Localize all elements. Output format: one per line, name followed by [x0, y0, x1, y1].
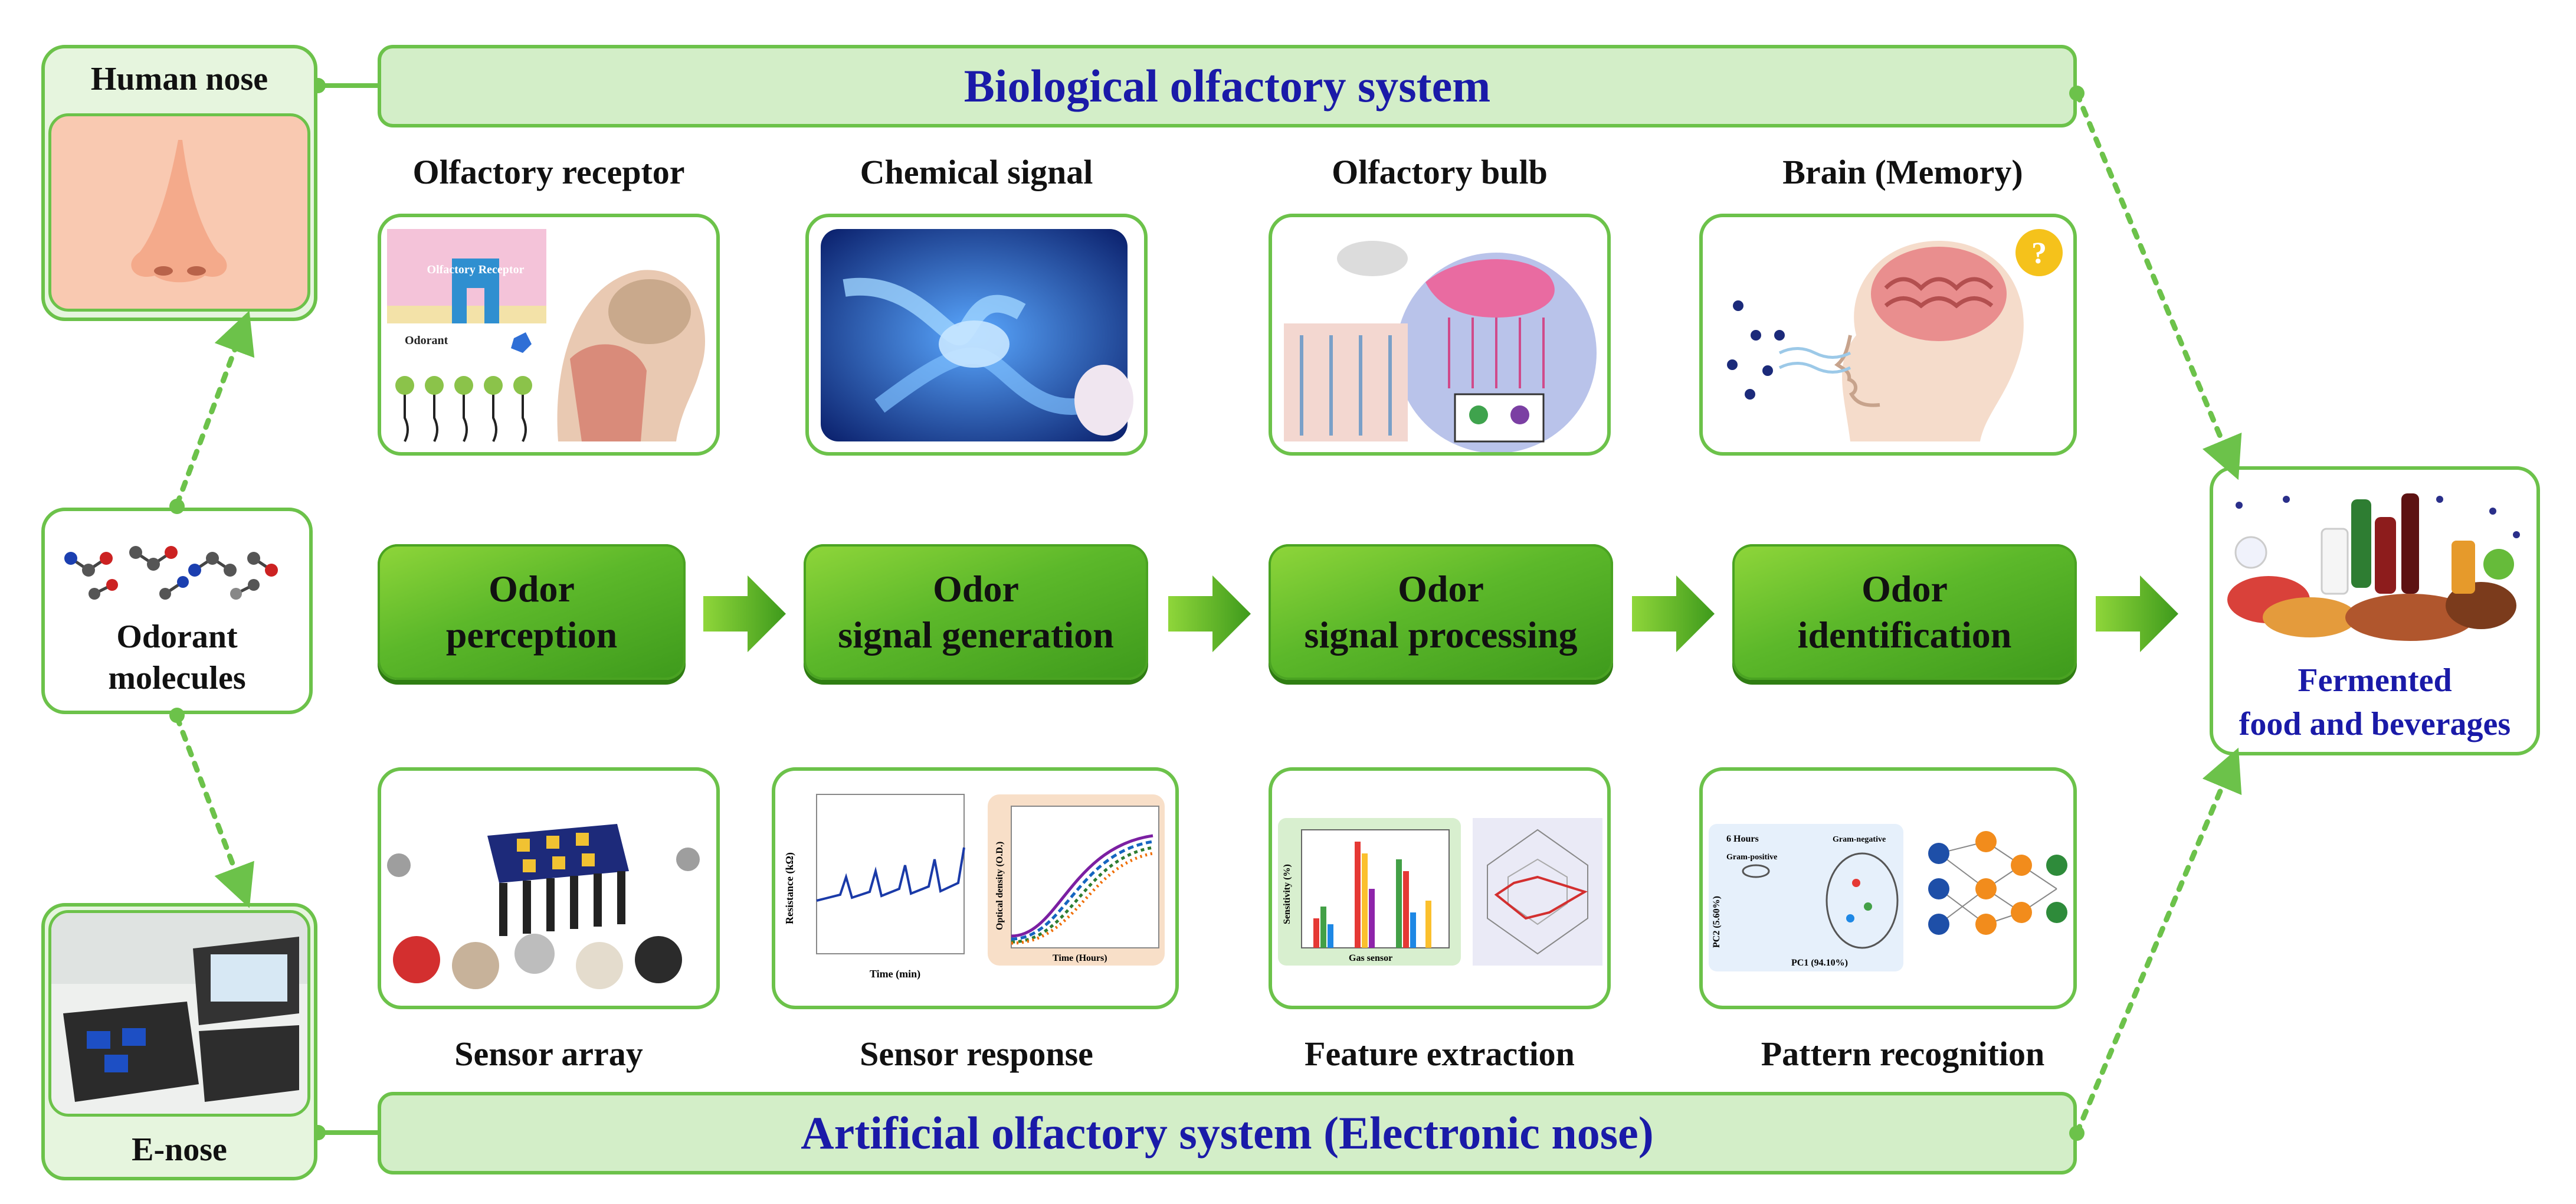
label-olfactory-bulb: Olfactory bulb [1332, 153, 1548, 191]
sensitivity-axis-label: Sensitivity (%) [1282, 864, 1292, 924]
stage-line1: Odor [1861, 568, 1948, 610]
gram-positive-label: Gram-positive [1726, 853, 1777, 862]
odorant-molecules-box: Odorant molecules [41, 508, 313, 714]
fermented-food-image [2227, 493, 2520, 641]
arrow-right-icon [2096, 575, 2178, 652]
biological-olfactory-banner: Biological olfactory system [378, 45, 2077, 127]
time-hours-label: Time (Hours) [1053, 953, 1107, 963]
gram-negative-label: Gram-negative [1833, 835, 1886, 844]
label-feature-extraction: Feature extraction [1305, 1035, 1575, 1073]
arrow-right-icon [1632, 575, 1715, 652]
chemical-signal-image [805, 214, 1148, 456]
resistance-axis-label: Resistance (kΩ) [784, 852, 796, 924]
stage-line1: Odor [933, 568, 1019, 610]
fermented-food-box: Fermented food and beverages [2210, 466, 2540, 755]
arrow-right-icon [1168, 575, 1251, 652]
odorant-tag: Odorant [405, 334, 448, 347]
stage-line1: Odor [489, 568, 575, 610]
arrow-odorant-to-nose [174, 310, 255, 508]
label-brain-memory: Brain (Memory) [1782, 153, 2023, 191]
fermented-food-label: Fermented food and beverages [2213, 659, 2536, 746]
hours6-label: 6 Hours [1726, 834, 1759, 844]
connector-line-bottom [316, 1130, 379, 1135]
odorant-label-line1: Odorant [116, 619, 238, 655]
stage-odor-signal-processing: Odor signal processing [1269, 544, 1613, 680]
pc1-label: PC1 (94.10%) [1791, 958, 1848, 968]
pc2-label: PC2 (5.60%) [1712, 896, 1722, 948]
artificial-olfactory-banner: Artificial olfactory system (Electronic … [378, 1092, 2077, 1174]
arrow-odorant-to-enose [174, 714, 254, 908]
arrow-enose-to-food [2074, 747, 2242, 1136]
olfactory-receptor-image: Olfactory Receptor Odorant [378, 214, 720, 456]
human-nose-label: Human nose [90, 61, 268, 97]
stage-line2: signal generation [838, 614, 1114, 656]
time-min-label: Time (min) [870, 968, 920, 980]
pattern-recognition-image: 6 Hours Gram-positive Gram-negative PC1 … [1699, 767, 2077, 1009]
gas-sensor-label: Gas sensor [1349, 953, 1392, 963]
label-sensor-array: Sensor array [454, 1035, 643, 1073]
arrow-bio-to-food [2074, 90, 2242, 480]
human-nose-box: Human nose [41, 45, 317, 321]
fermented-label-line2: food and beverages [2239, 706, 2511, 742]
e-nose-label: E-nose [132, 1131, 227, 1168]
stage-line2: identification [1797, 614, 2012, 656]
label-pattern-recognition: Pattern recognition [1761, 1035, 2045, 1073]
label-olfactory-receptor: Olfactory receptor [412, 153, 685, 191]
arrow-right-icon [703, 575, 786, 652]
sensor-array-image [378, 767, 720, 1009]
nose-image [48, 113, 310, 312]
e-nose-device-image [48, 910, 310, 1117]
stage-odor-perception: Odor perception [378, 544, 686, 680]
label-chemical-signal: Chemical signal [860, 153, 1093, 191]
biological-olfactory-title: Biological olfactory system [963, 60, 1491, 112]
connector-line-top [316, 83, 379, 88]
stage-line2: signal processing [1304, 614, 1578, 656]
olfactory-bulb-image [1269, 214, 1611, 456]
e-nose-box: E-nose [41, 903, 317, 1180]
question-mark-icon: ? [2031, 237, 2047, 270]
stage-line2: perception [445, 614, 618, 656]
label-sensor-response: Sensor response [860, 1035, 1093, 1073]
stage-line1: Odor [1398, 568, 1484, 610]
sensor-response-image: Resistance (kΩ) Time (min) Optical densi… [772, 767, 1179, 1009]
odorant-label-line2: molecules [108, 660, 246, 696]
feature-extraction-image: Sensitivity (%) Gas sensor [1269, 767, 1611, 1009]
stage-odor-identification: Odor identification [1732, 544, 2077, 680]
fermented-label-line1: Fermented [2298, 662, 2452, 699]
optical-density-label: Optical density (O.D.) [995, 842, 1005, 930]
odorant-molecules-label: Odorant molecules [45, 616, 309, 699]
brain-memory-image: ? [1699, 214, 2077, 456]
odorant-molecules-image [64, 546, 278, 600]
artificial-olfactory-title: Artificial olfactory system (Electronic … [801, 1107, 1654, 1159]
stage-odor-signal-generation: Odor signal generation [804, 544, 1148, 680]
receptor-tag: Olfactory Receptor [427, 263, 525, 276]
